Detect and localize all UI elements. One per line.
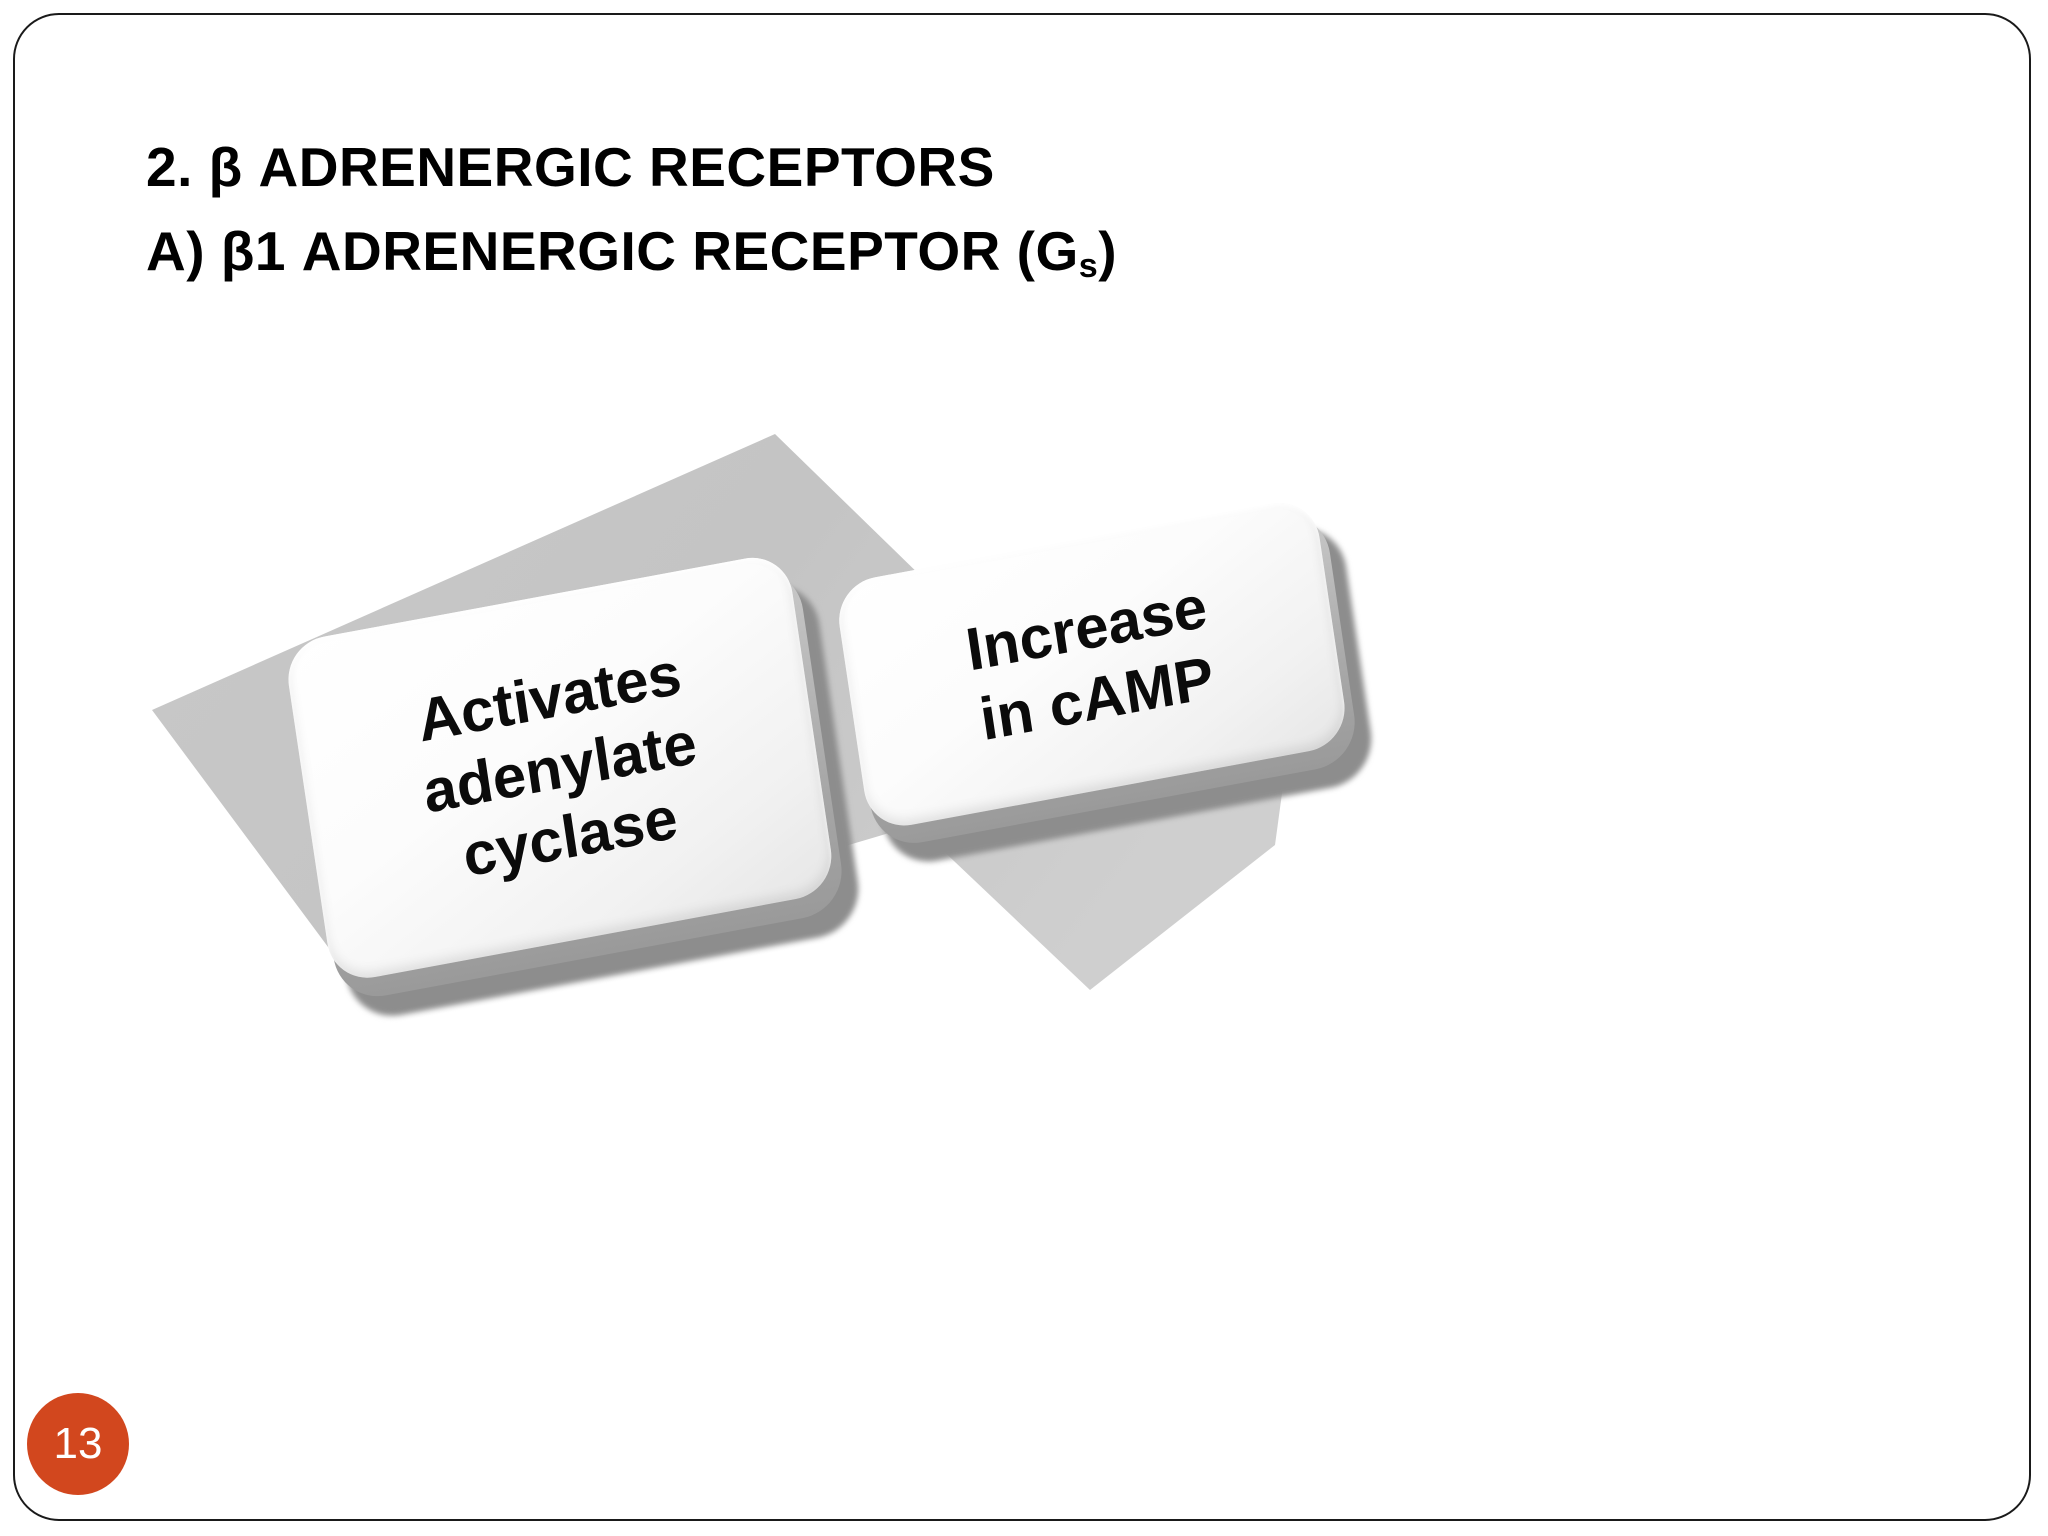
title-line-2: A) β1 ADRENERGIC RECEPTOR (Gs) — [146, 210, 1646, 294]
process-flow-diagram: Activates adenylate cyclase Increase in … — [150, 434, 1400, 1080]
title-line-2-subscript: s — [1078, 247, 1099, 286]
page-number-badge: 13 — [27, 1393, 129, 1495]
key-label: Increase in cAMP — [961, 572, 1219, 754]
title-line-2-suffix: ) — [1098, 219, 1118, 282]
page-number-text: 13 — [53, 1419, 103, 1468]
title-line-2-prefix: A) β1 ADRENERGIC RECEPTOR (G — [146, 219, 1079, 282]
page-title: 2. β ADRENERGIC RECEPTORS A) β1 ADRENERG… — [146, 126, 1646, 293]
key-label: Activates adenylate cyclase — [413, 639, 701, 890]
title-line-1: 2. β ADRENERGIC RECEPTORS — [146, 136, 995, 198]
